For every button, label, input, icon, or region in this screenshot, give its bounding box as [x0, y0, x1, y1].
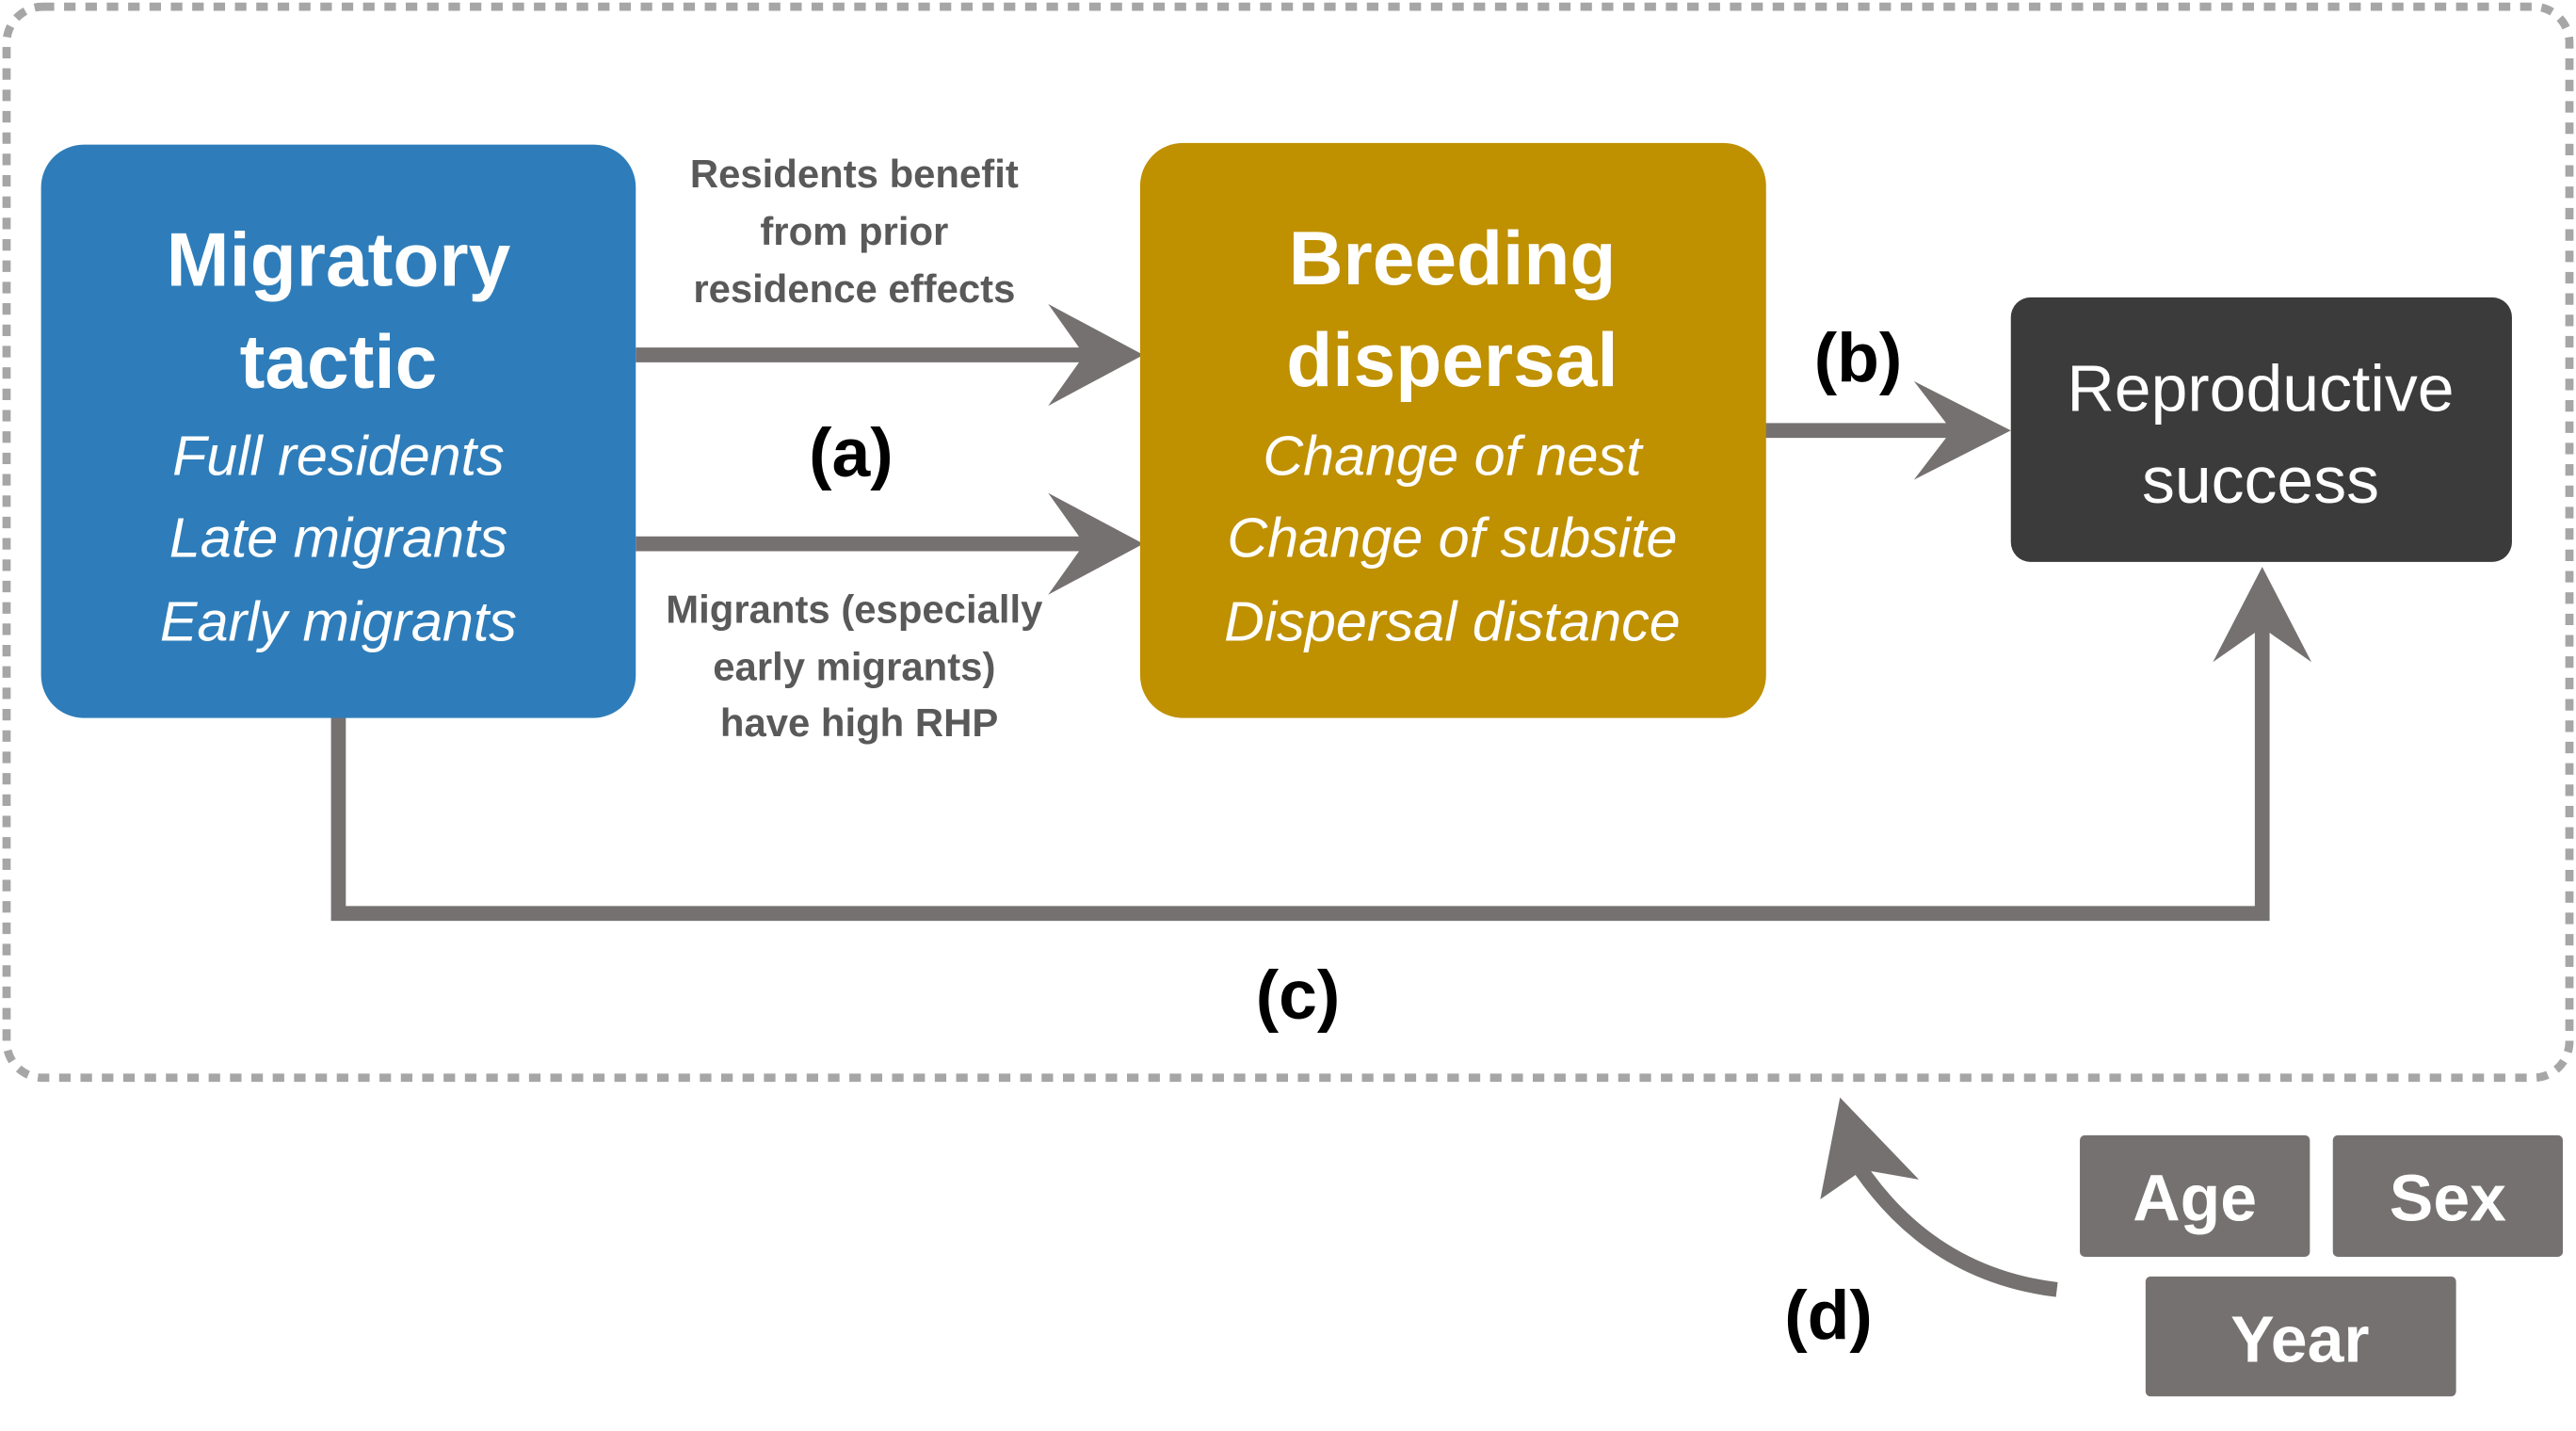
covariate-sex: Sex — [2332, 1134, 2564, 1257]
reproductive-line-1: Reproductive — [2067, 351, 2454, 425]
model-boundary — [2, 2, 2574, 1083]
dispersal-change-of-nest: Change of nest — [1263, 424, 1644, 487]
migrants-note-1: Migrants (especially — [666, 587, 1043, 631]
label-a: (a) — [809, 414, 894, 491]
migrants-note-2: early migrants) — [713, 644, 995, 688]
covariate-year: Year — [2145, 1276, 2456, 1397]
arrow-d — [1842, 1146, 2058, 1297]
tactic-late-migrants: Late migrants — [169, 506, 507, 570]
covariate-age: Age — [2080, 1134, 2310, 1257]
tactic-early-migrants: Early migrants — [160, 590, 517, 653]
label-c: (c) — [1256, 957, 1341, 1034]
label-d: (d) — [1784, 1277, 1873, 1354]
covariate-age-label: Age — [2133, 1162, 2257, 1235]
migrants-note-3: have high RHP — [720, 700, 998, 745]
reproductive-line-2: success — [2142, 443, 2379, 517]
covariate-year-label: Year — [2230, 1303, 2369, 1376]
breeding-dispersal-box: Breeding dispersal Change of nest Change… — [1139, 142, 1766, 718]
migratory-title-1: Migratory — [167, 218, 511, 303]
dispersal-distance: Dispersal distance — [1224, 590, 1681, 653]
residents-note-3: residence effects — [693, 266, 1015, 311]
covariate-sex-label: Sex — [2390, 1162, 2506, 1235]
arrows — [330, 347, 2270, 1297]
dispersal-change-of-subsite: Change of subsite — [1227, 506, 1677, 570]
label-b: (b) — [1814, 319, 1903, 396]
residents-note-1: Residents benefit — [690, 152, 1019, 196]
arrowheads — [1048, 303, 2312, 1199]
residents-note-2: from prior — [760, 209, 948, 253]
reproductive-success-box: Reproductive success — [2010, 297, 2512, 562]
arrow-c — [330, 616, 2270, 922]
breeding-title-2: dispersal — [1286, 318, 1618, 403]
tactic-full-residents: Full residents — [172, 424, 505, 487]
migratory-tactic-box: Migratory tactic Full residents Late mig… — [40, 144, 636, 718]
migratory-title-2: tactic — [240, 320, 438, 405]
breeding-title-1: Breeding — [1289, 217, 1617, 301]
